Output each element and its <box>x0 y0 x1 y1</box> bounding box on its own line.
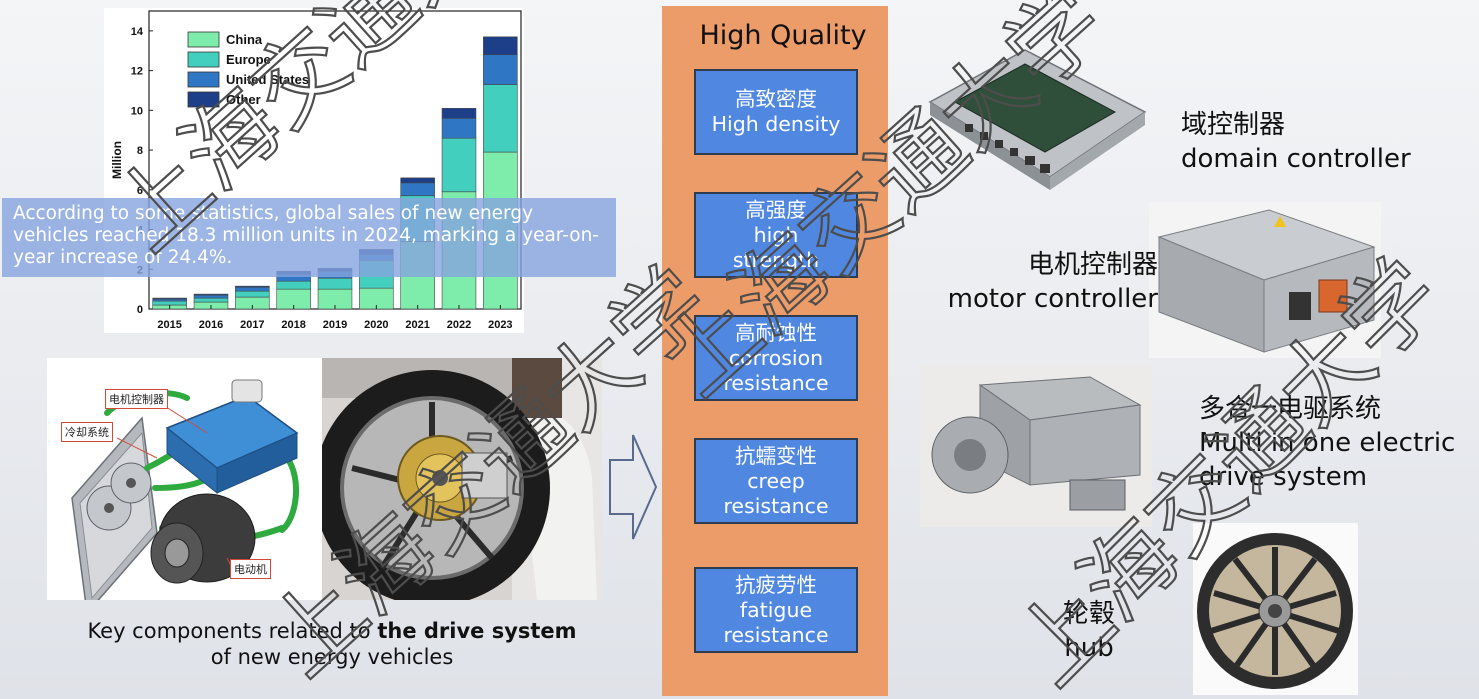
bar-segment <box>400 182 435 197</box>
legend-label: China <box>226 32 263 47</box>
y-tick-label: 10 <box>131 105 143 117</box>
multi-drive-zh: 多合一电驱系统 <box>1199 394 1382 424</box>
motor-controller-tag: 电机控制器 <box>105 389 168 409</box>
multi-drive-en-line1: Multi in one electric <box>1199 428 1456 458</box>
property-en: creep <box>747 468 805 493</box>
domain-controller-en: domain controller <box>1181 144 1411 174</box>
property-zh: 高耐蚀性 <box>735 320 817 345</box>
sales-chart: 02468101214Million2015201620172018201920… <box>104 8 524 333</box>
motor-controller-zh: 电机控制器 <box>1027 250 1158 280</box>
property-en: resistance <box>723 370 829 395</box>
hub-zh: 轮毂 <box>1062 599 1115 629</box>
property-en: resistance <box>723 493 829 518</box>
legend-swatch <box>187 91 220 108</box>
legend-label: Europe <box>226 52 271 67</box>
x-tick-label: 2019 <box>323 319 347 331</box>
drive-system-caption: Key components related to the drive syst… <box>47 618 617 670</box>
x-tick-label: 2022 <box>447 319 471 331</box>
sales-chart-svg: 02468101214Million2015201620172018201920… <box>110 10 522 331</box>
electric-motor-tag: 电动机 <box>230 559 271 579</box>
bar-segment <box>483 36 518 56</box>
multi-in-one-drive-label: 多合一电驱系统 Multi in one electric drive syst… <box>1199 392 1455 494</box>
property-zh: 抗疲劳性 <box>735 572 817 597</box>
high-quality-panel: High Quality 高致密度 High density 高强度 high … <box>662 6 888 696</box>
right-arrow-icon <box>609 434 658 540</box>
domain-controller-label: 域控制器 domain controller <box>1181 108 1411 176</box>
x-tick-label: 2023 <box>488 319 512 331</box>
caption-line-2: of new energy vehicles <box>210 645 454 669</box>
property-en: high <box>753 222 799 247</box>
bar-segment <box>193 294 229 299</box>
legend-label: Other <box>226 92 261 107</box>
property-en: strength <box>732 247 820 272</box>
bar-segment <box>235 285 270 288</box>
x-tick-label: 2021 <box>405 319 429 331</box>
property-en: fatigue <box>739 597 813 622</box>
y-tick-label: 6 <box>137 185 143 197</box>
bar-segment <box>276 280 311 290</box>
motor-controller-graphic <box>165 395 299 495</box>
property-fatigue-resistance: 抗疲劳性 fatigue resistance <box>694 567 858 653</box>
motor-controller-en: motor controller <box>947 284 1158 314</box>
y-tick-label: 0 <box>137 304 143 316</box>
cooling-system-tag: 冷却系统 <box>61 422 113 442</box>
bar-segment <box>193 293 229 296</box>
sales-statistics-text: According to some statistics, global sal… <box>13 203 599 268</box>
property-zh: 高致密度 <box>735 87 817 111</box>
motor-controller-label: 电机控制器 motor controller <box>934 248 1158 316</box>
property-high-density: 高致密度 High density <box>694 69 858 155</box>
motor-controller-photo <box>1149 202 1381 358</box>
bar-segment <box>441 117 477 139</box>
bar-segment <box>483 84 518 153</box>
y-tick-label: 12 <box>131 66 143 78</box>
multi-drive-en-line2: drive system <box>1199 462 1368 492</box>
drive-system-illustration <box>71 379 300 615</box>
bar-segment <box>235 286 270 292</box>
bar-segment <box>441 108 477 119</box>
bar-segment <box>400 177 435 184</box>
property-zh: 抗蠕变性 <box>735 443 817 468</box>
y-axis-label: Million <box>110 141 124 179</box>
property-high-strength: 高强度 high strength <box>694 192 858 278</box>
bar-segment <box>317 277 353 290</box>
property-creep-resistance: 抗蠕变性 creep resistance <box>694 438 858 524</box>
x-tick-label: 2018 <box>281 319 305 331</box>
x-tick-label: 2020 <box>364 319 388 331</box>
hub-en: hub <box>1064 633 1114 663</box>
hub-photo <box>1193 523 1358 695</box>
x-tick-label: 2017 <box>240 319 264 331</box>
sales-statistics-note: According to some statistics, global sal… <box>2 198 616 277</box>
caption-text: Key components related to <box>87 619 378 643</box>
bar-segment <box>193 297 229 303</box>
property-en: resistance <box>723 622 829 647</box>
legend-label: United States <box>226 72 309 87</box>
domain-controller-photo <box>915 42 1155 192</box>
legend-swatch <box>187 51 220 68</box>
high-quality-title: High Quality <box>699 20 867 51</box>
domain-controller-zh: 域控制器 <box>1181 110 1286 140</box>
bar-segment <box>152 300 187 306</box>
property-en: High density <box>711 112 841 136</box>
x-tick-label: 2016 <box>199 319 223 331</box>
bar-segment <box>483 54 518 85</box>
bar-segment <box>441 137 477 193</box>
caption-bold-text: the drive system <box>377 619 577 643</box>
bar-segment <box>152 297 187 300</box>
property-en: corrosion <box>728 345 824 370</box>
y-tick-label: 8 <box>137 145 143 157</box>
bar-segment <box>235 290 270 298</box>
legend-swatch <box>187 31 220 48</box>
property-zh: 高强度 <box>745 197 807 222</box>
in-wheel-motor-photo <box>322 358 602 600</box>
radiator-graphic <box>71 416 158 615</box>
hub-label: 轮毂 hub <box>1056 597 1122 665</box>
x-tick-label: 2015 <box>157 319 181 331</box>
drive-system-diagram: 电机控制器 冷却系统 电动机 <box>47 358 322 615</box>
in-wheel-motor-illustration <box>322 358 602 600</box>
legend-swatch <box>187 71 220 88</box>
y-tick-label: 14 <box>131 26 144 38</box>
multi-in-one-drive-photo <box>920 365 1152 527</box>
property-corrosion-resistance: 高耐蚀性 corrosion resistance <box>694 315 858 401</box>
